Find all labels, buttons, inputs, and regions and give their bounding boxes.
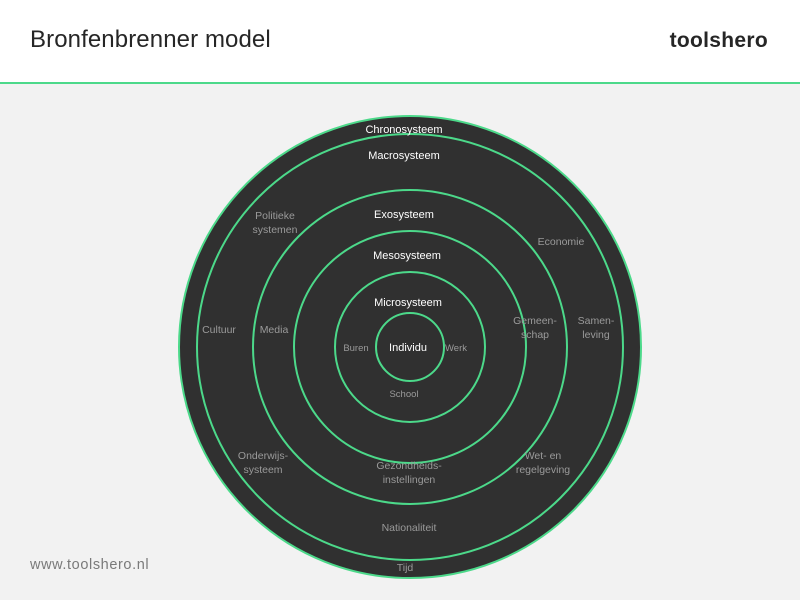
factor-politieke-systemen-line1: Politieke <box>255 210 295 222</box>
label-exosysteem: Exosysteem <box>374 209 434 221</box>
brand-logo[interactable]: toolshero <box>669 29 768 52</box>
factor-gezondheidsinstellingen-line2: instellingen <box>383 474 436 486</box>
label-mesosysteem: Mesosysteem <box>373 250 441 262</box>
factor-tijd: Tijd <box>397 562 414 574</box>
factor-onderwijssysteem-line2: systeem <box>243 464 282 476</box>
factor-media: Media <box>260 324 289 336</box>
factor-politieke-systemen-line2: systemen <box>253 224 298 236</box>
factor-gemeenschap-line1: Gemeen- <box>513 315 557 327</box>
factor-werk: Werk <box>445 343 467 354</box>
label-individu: Individu <box>389 342 427 354</box>
factor-wet-regelgeving-line2: regelgeving <box>516 464 570 476</box>
label-chronosysteem: Chronosysteem <box>365 124 442 136</box>
factor-buren: Buren <box>343 343 368 354</box>
factor-school: School <box>389 389 418 400</box>
factor-onderwijssysteem-line1: Onderwijs- <box>238 450 289 462</box>
page-title: Bronfenbrenner model <box>30 26 271 53</box>
factor-wet-regelgeving-line1: Wet- en <box>525 450 562 462</box>
ring-individu <box>375 312 445 382</box>
factor-economie: Economie <box>538 236 585 248</box>
factor-gemeenschap-line2: schap <box>521 329 549 341</box>
factor-nationaliteit: Nationaliteit <box>382 522 437 534</box>
footer-url[interactable]: www.toolshero.nl <box>30 557 150 573</box>
factor-samenleving-line2: leving <box>582 329 610 341</box>
label-microsysteem: Microsysteem <box>374 297 442 309</box>
factor-samenleving-line1: Samen- <box>578 315 615 327</box>
label-macrosysteem: Macrosysteem <box>368 150 440 162</box>
header-bar: Bronfenbrenner model toolshero <box>0 0 800 84</box>
factor-gezondheidsinstellingen-line1: Gezondheids- <box>376 460 442 472</box>
factor-cultuur: Cultuur <box>202 324 236 336</box>
